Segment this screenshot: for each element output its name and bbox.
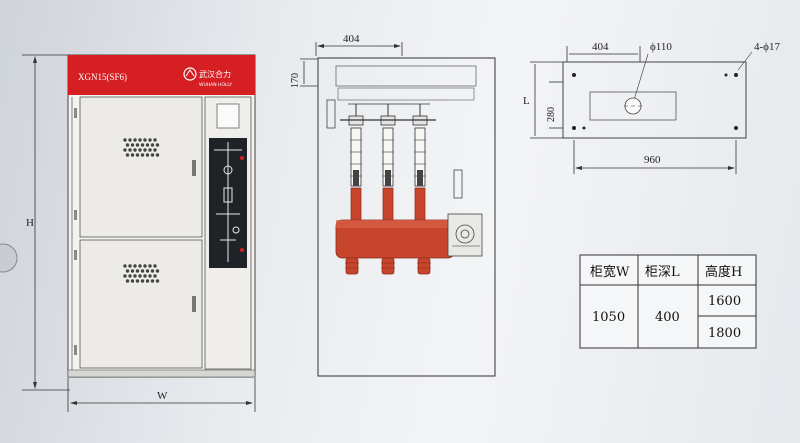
table-cell-height-1: 1600 xyxy=(708,294,741,309)
model-label: XGN15(SF6) xyxy=(78,72,127,82)
plan-hole-dim: ϕ110 xyxy=(650,41,672,53)
plan-depth-label: L xyxy=(523,95,530,107)
upper-door xyxy=(79,96,203,238)
upper-door-handle xyxy=(192,160,196,176)
lower-door xyxy=(79,239,203,369)
plan-bolt-dim: 4-ϕ17 xyxy=(754,41,780,53)
brand-name: 武汉合力 xyxy=(199,69,231,79)
binder-hole-icon xyxy=(0,243,18,273)
instrument-window xyxy=(216,103,240,129)
brand-name-en: WUHAN HOLLY xyxy=(199,82,232,88)
height-dim-label: H xyxy=(26,217,34,229)
plan-length-dim: 960 xyxy=(644,154,661,166)
cabinet-header-band xyxy=(68,55,255,95)
brand-logo-icon xyxy=(183,67,197,81)
table-header-height: 高度H xyxy=(705,264,742,280)
side-width-dim: 404 xyxy=(343,33,360,45)
lower-vent-grille xyxy=(123,264,160,283)
plan-view: 404 ϕ110 4-ϕ17 L 280 960 xyxy=(523,41,780,174)
breaker-bushings xyxy=(345,257,431,275)
table-cell-height-2: 1800 xyxy=(708,326,741,341)
upper-vent-grille xyxy=(123,138,160,157)
width-dim-label: W xyxy=(157,390,168,402)
lower-door-handle xyxy=(192,296,196,312)
disconnector-insulators xyxy=(340,103,436,221)
side-top-dim: 170 xyxy=(290,73,301,88)
side-view: 404 170 xyxy=(290,33,496,377)
table-cell-width: 1050 xyxy=(592,310,625,325)
table-cell-depth: 400 xyxy=(655,310,680,325)
plan-width-dim: 404 xyxy=(592,41,609,53)
plan-depth-dim: 280 xyxy=(546,107,557,122)
table-header-width: 柜宽W xyxy=(590,264,630,280)
table-header-depth: 柜深L xyxy=(645,265,680,280)
front-view: H W XGN15(SF6) 武汉合力 WUHAN HOLLY xyxy=(22,54,256,412)
operating-mechanism xyxy=(447,213,483,257)
dimension-table: 柜宽W 柜深L 高度H 1050 400 1600 1800 xyxy=(579,254,757,349)
